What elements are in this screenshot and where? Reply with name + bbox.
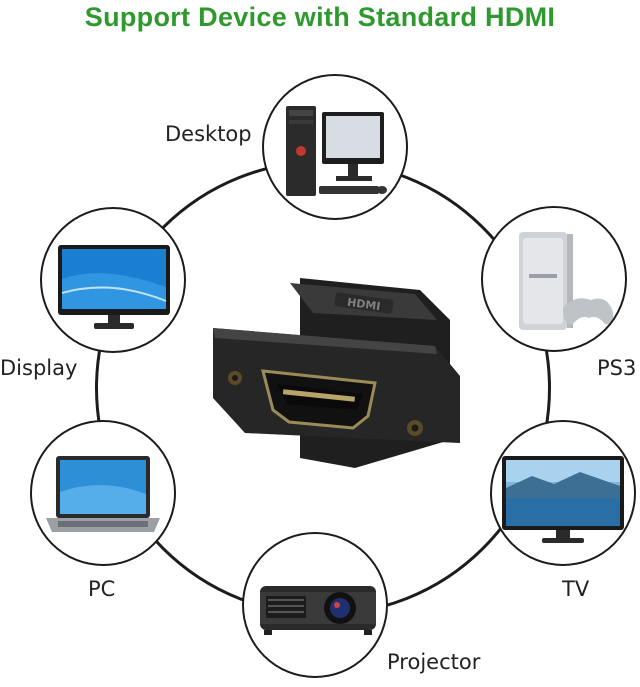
ps3-label: PS3	[597, 356, 637, 380]
projector-node	[242, 532, 388, 678]
display-node	[40, 207, 186, 353]
desktop-node	[262, 74, 408, 220]
projector-label: Projector	[387, 650, 481, 674]
laptop-icon	[46, 456, 160, 532]
hdmi-logo: HDMI	[334, 292, 394, 314]
hdmi-adapter-icon: HDMI	[213, 278, 460, 468]
monitor-icon	[58, 245, 170, 329]
svg-text:HDMI: HDMI	[346, 296, 381, 314]
ps3-node	[481, 206, 627, 352]
page-title: Support Device with Standard HDMI	[84, 2, 556, 32]
tv-icon	[502, 456, 624, 543]
tv-label: TV	[562, 577, 590, 601]
display-label: Display	[0, 356, 78, 380]
desktop-icon	[286, 106, 387, 196]
projector-icon	[260, 586, 376, 635]
desktop-label: Desktop	[165, 122, 252, 146]
hdmi-adapter: HDMI	[205, 268, 470, 493]
pc-label: PC	[88, 577, 116, 601]
ps3-console-icon	[519, 232, 614, 330]
tv-node	[490, 420, 636, 566]
pc-node	[30, 420, 176, 566]
hdmi-port	[261, 369, 377, 430]
